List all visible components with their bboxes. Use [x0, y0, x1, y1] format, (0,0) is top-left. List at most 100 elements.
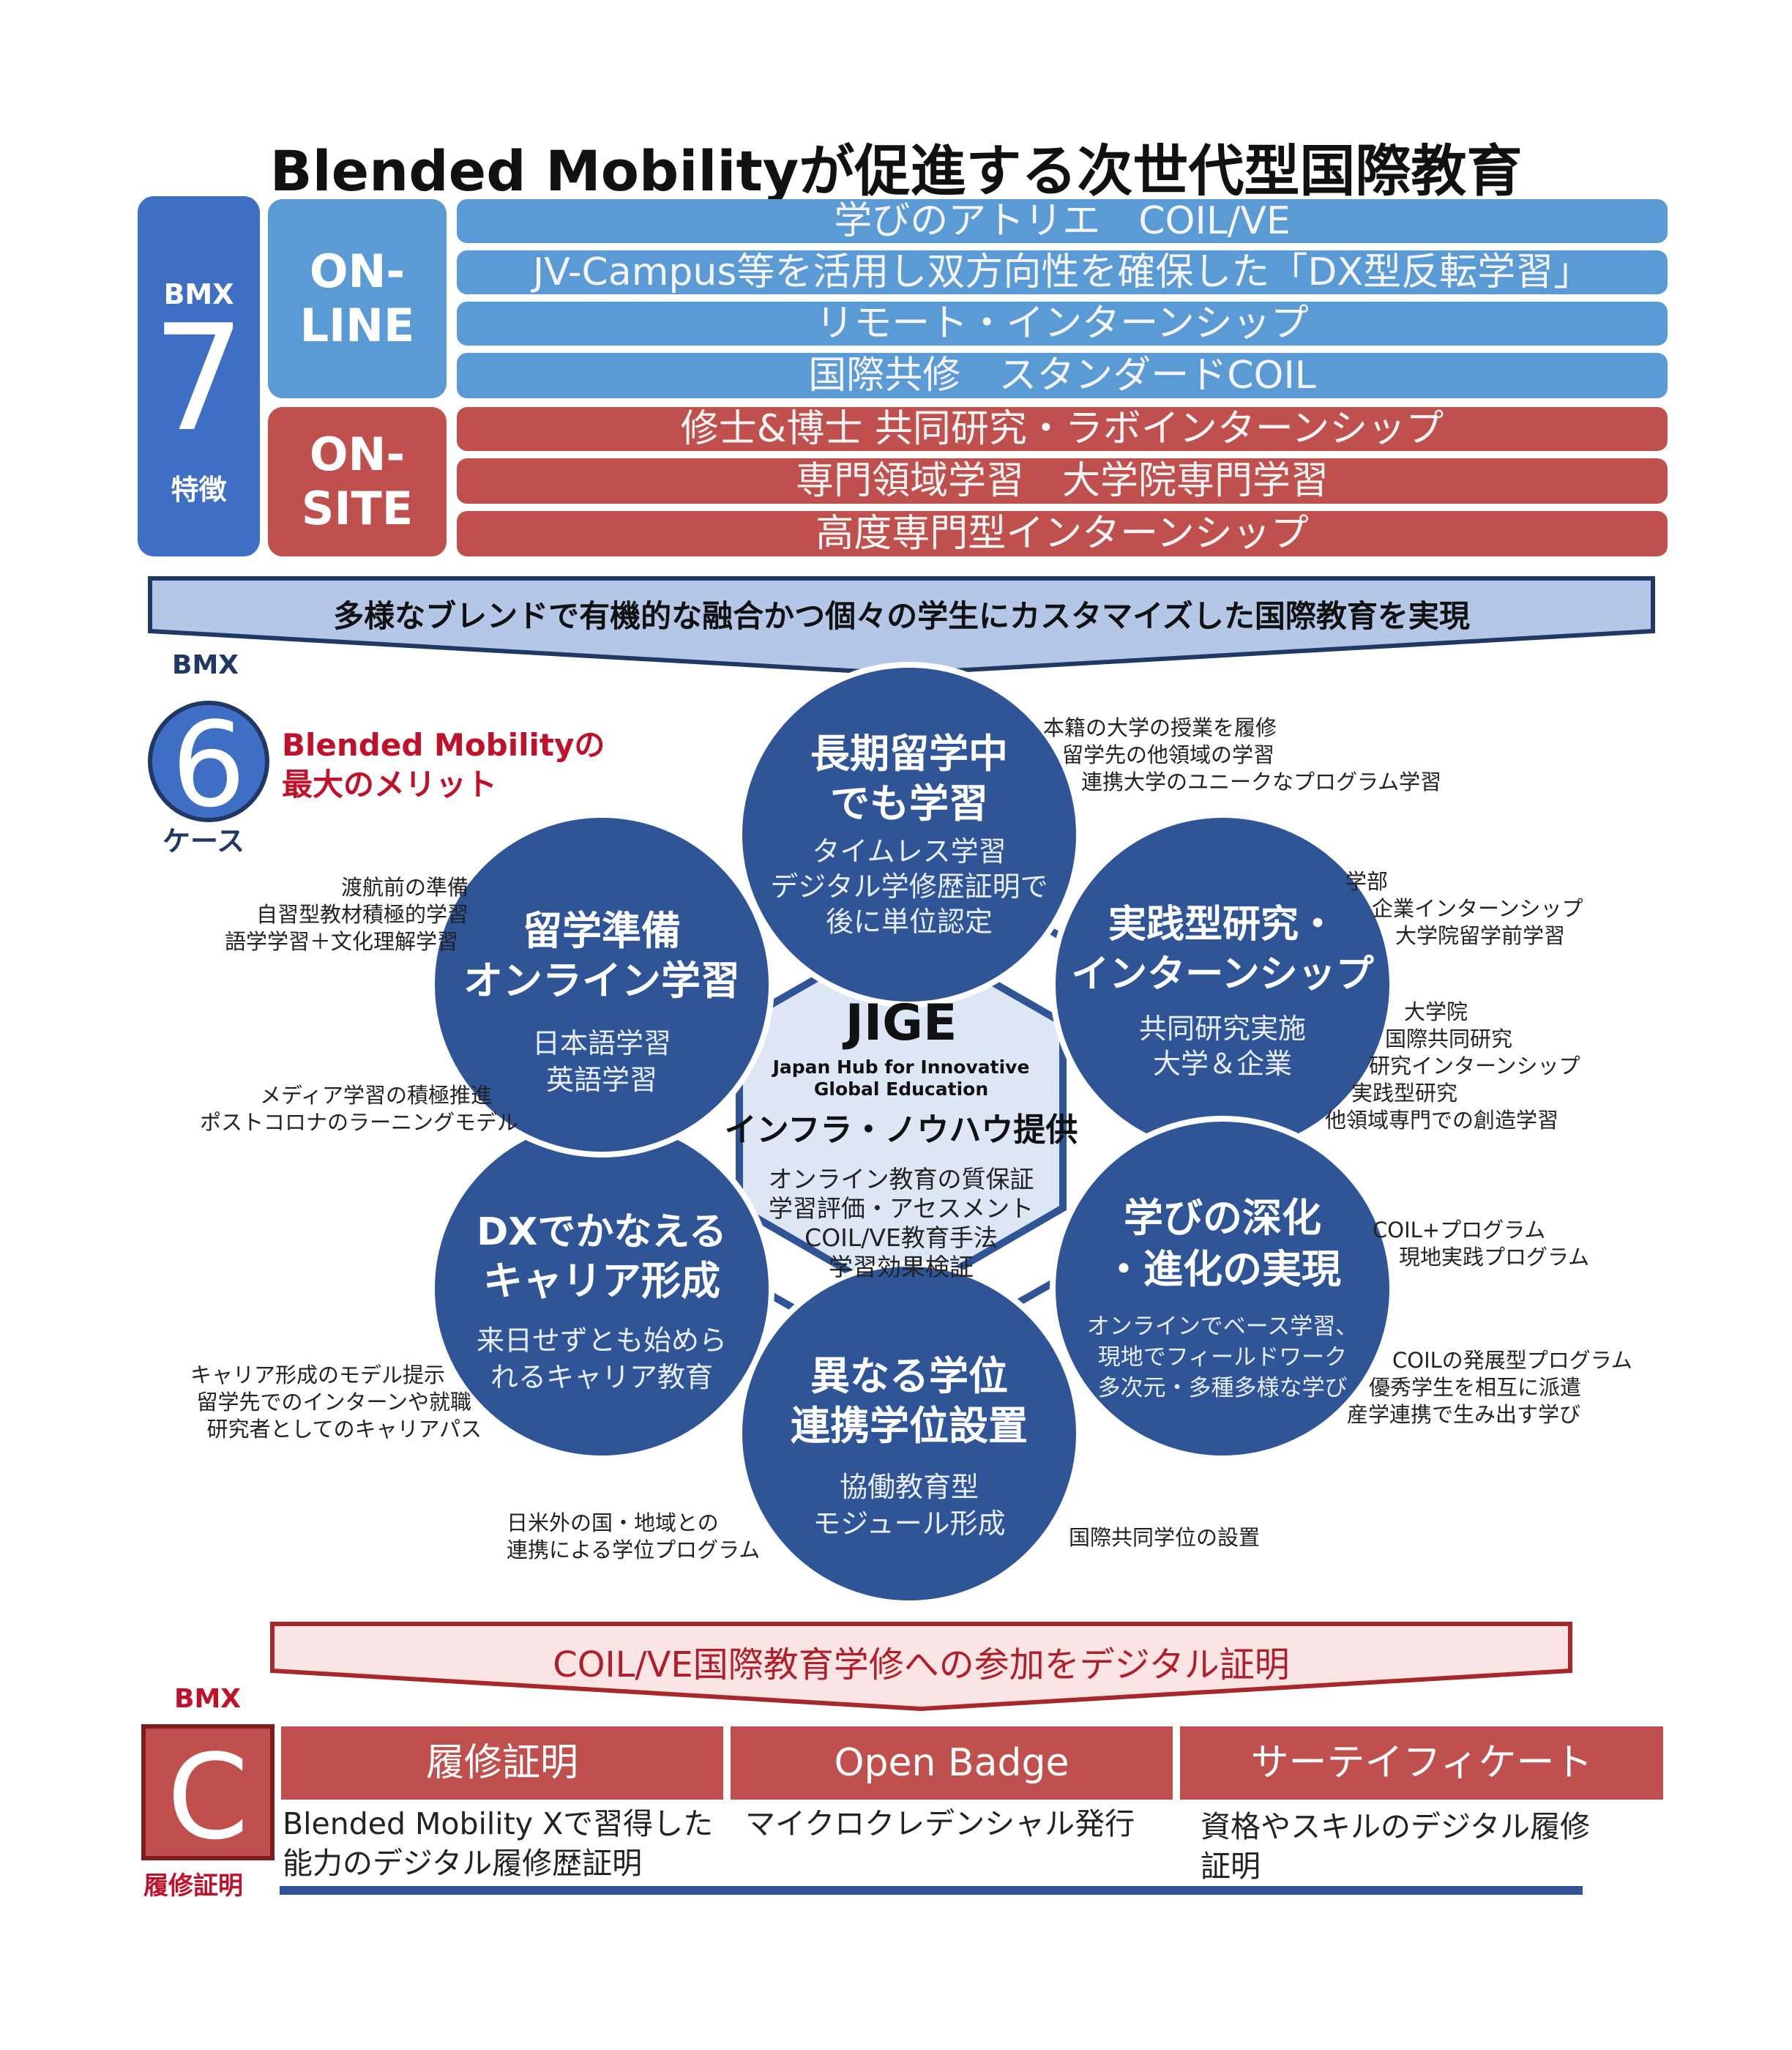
note: COIL+プログラム: [1373, 1218, 1546, 1242]
notes-long-term: 本籍の大学の授業を履修 留学先の他領域の学習 連携大学のユニークなプログラム学習: [1043, 715, 1441, 796]
petal-title: 実践型研究・: [1108, 903, 1337, 947]
note: 自習型教材積極的学習: [255, 902, 468, 928]
bmx7-suffix: 特徴: [171, 474, 227, 506]
petal-title: でも学習: [830, 780, 988, 827]
petal-prep: [429, 812, 774, 1158]
cert-body-line: 能力のデジタル履修歴証明: [283, 1846, 643, 1882]
center-name: JIGE: [843, 994, 957, 1052]
online-item: 国際共修 スタンダードCOIL: [457, 353, 1668, 398]
center-texts: JIGE Japan Hub for Innovative Global Edu…: [725, 994, 1078, 1281]
petal-title: ・進化の実現: [1104, 1246, 1341, 1292]
petal-sub: 現地でフィールドワーク: [1098, 1344, 1347, 1371]
bmxC-box: [141, 1724, 275, 1860]
onsite-label-line1: ON-: [309, 427, 406, 481]
note: 留学先でのインターンや就職: [196, 1390, 471, 1415]
notes-prep-b: メディア学習の積極推進 ポストコロナのラーニングモデル: [146, 1082, 518, 1136]
banner2-text: COIL/VE国際教育学修への参加をデジタル証明: [553, 1644, 1290, 1685]
bmx7-number: 7: [152, 294, 246, 464]
petal-sub: れるキャリア教育: [490, 1361, 713, 1393]
petal-long-term-study: [736, 662, 1082, 1007]
petal-title: DXでかなえる: [477, 1210, 727, 1254]
online-item: 学びのアトリエ COIL/VE: [457, 199, 1668, 243]
center-full-line2: Global Education: [814, 1078, 988, 1100]
petal-title: オンライン学習: [463, 958, 740, 1004]
cert-body: Blended Mobility Xで習得した 能力のデジタル履修歴証明: [283, 1804, 725, 1883]
note: 現地実践プログラム: [1399, 1245, 1590, 1270]
note: 研究インターンシップ: [1369, 1054, 1580, 1079]
center-full-line1: Japan Hub for Innovative: [772, 1056, 1030, 1078]
petal-title: キャリア形成: [483, 1258, 720, 1304]
onsite-item: 専門領域学習 大学院専門学習: [457, 458, 1668, 504]
bmxC-prefix: BMX: [174, 1684, 242, 1714]
bmx7-badge: BMX 7 特徴: [138, 196, 260, 556]
petal-title: 長期留学中: [810, 731, 1008, 777]
bmx6-prefix: BMX: [172, 650, 239, 680]
note: 研究者としてのキャリアパス: [206, 1417, 482, 1442]
center-item: 学習効果検証: [829, 1253, 974, 1281]
petal-sub: デジタル学修歴証明で: [770, 871, 1048, 903]
center-item: オンライン教育の質保証: [769, 1165, 1034, 1193]
onsite-label-line2: SITE: [301, 482, 414, 535]
page-title: Blended Mobilityが促進する次世代型国際教育: [269, 138, 1523, 204]
onsite-item: 修士&博士 共同研究・ラボインターンシップ: [457, 407, 1668, 451]
center-tagline: インフラ・ノウハウ提供: [725, 1111, 1078, 1149]
petal-title: 異なる学位: [810, 1353, 1008, 1399]
petal-deepening: [1050, 1116, 1395, 1461]
notes-deepening-a: COIL+プログラム 現地実践プログラム: [1373, 1217, 1589, 1271]
note: COILの発展型プログラム: [1392, 1348, 1632, 1373]
online-label-box: ON- LINE: [268, 199, 447, 398]
notes-deepening-b: COILの発展型プログラム 優秀学生を相互に派遣 産学連携で生み出す学び: [1347, 1347, 1632, 1428]
merit-line1: Blended Mobilityの: [282, 727, 605, 763]
notes-degree-b: 国際共同学位の設置: [1069, 1524, 1260, 1551]
note: 渡航前の準備: [340, 875, 468, 900]
petal-sub: モジュール形成: [813, 1507, 1005, 1540]
merit-line2: 最大のメリット: [282, 767, 498, 802]
note: ポストコロナのラーニングモデル: [199, 1110, 518, 1136]
cert-body: マイクロクレデンシャル発行: [745, 1804, 1170, 1844]
petal-title: 留学準備: [523, 908, 681, 954]
bottom-rule: [280, 1886, 1583, 1895]
cert-body-line: Blended Mobility Xで習得した: [283, 1806, 714, 1841]
notes-practical-b: 大学院 国際共同研究 研究インターンシップ 実践型研究 他領域専門での創造学習: [1325, 999, 1580, 1135]
online-item: JV-Campus等を活用し双方向性を確保した「DX型反転学習」: [457, 250, 1668, 294]
note: 連携大学のユニークなプログラム学習: [1081, 769, 1442, 795]
note: メディア学習の積極推進: [260, 1083, 492, 1108]
cert-head: Open Badge: [731, 1726, 1173, 1800]
onsite-item: 高度専門型インターンシップ: [457, 511, 1668, 556]
cert-body-line: 資格やスキルのデジタル履修: [1201, 1809, 1591, 1844]
note: 他領域専門での創造学習: [1325, 1108, 1559, 1133]
note: 実践型研究: [1351, 1081, 1458, 1106]
note: 大学院: [1404, 999, 1468, 1024]
petal-sub: 後に単位認定: [826, 906, 993, 938]
note: 大学院留学前学習: [1395, 923, 1566, 949]
petal-degree: [736, 1261, 1082, 1606]
note: 連携による学位プログラム: [507, 1538, 761, 1563]
petal-sub: 英語学習: [546, 1064, 657, 1096]
note: 学部: [1345, 869, 1389, 894]
banner2-arrow: [270, 1622, 1572, 1712]
note: 優秀学生を相互に派遣: [1369, 1375, 1582, 1401]
online-label-line2: LINE: [299, 299, 415, 352]
note: 日米外の国・地域との: [507, 1510, 719, 1535]
note: キャリア形成のモデル提示: [190, 1363, 445, 1387]
petal-sub: 大学＆企業: [1153, 1048, 1292, 1080]
cert-body: 資格やスキルのデジタル履修 証明: [1201, 1807, 1654, 1886]
petal-sub: 多次元・多種多様な学び: [1098, 1375, 1348, 1401]
petal-sub: 共同研究実施: [1139, 1013, 1306, 1045]
petal-texts: 長期留学中 でも学習 タイムレス学習 デジタル学修歴証明で 後に単位認定 実践型…: [463, 731, 1374, 1540]
petal-sub: 協働教育型: [840, 1471, 979, 1503]
center-item: 学習評価・アセスメント: [769, 1194, 1034, 1223]
petal-title: 学びの深化: [1124, 1195, 1321, 1241]
notes-prep-a: 渡航前の準備 自習型教材積極的学習 語学学習＋文化理解学習: [146, 874, 468, 955]
bmx6-number: 6: [171, 696, 246, 833]
bmxC-suffix: 履修証明: [143, 1871, 243, 1901]
cert-body-line: 証明: [1201, 1849, 1261, 1885]
note: 企業インターンシップ: [1372, 896, 1583, 922]
note: 国際共同学位の設置: [1069, 1525, 1261, 1550]
onsite-label-box: ON- SITE: [268, 407, 447, 556]
petal-title: 連携学位設置: [791, 1403, 1028, 1449]
notes-career: キャリア形成のモデル提示 留学先でのインターンや就職 研究者としてのキャリアパス: [154, 1362, 482, 1443]
bmx7-prefix: BMX: [163, 278, 234, 310]
note: 本籍の大学の授業を履修: [1043, 715, 1277, 740]
banner1-text: 多様なブレンドで有機的な融合かつ個々の学生にカスタマイズした国際教育を実現: [333, 598, 1470, 634]
